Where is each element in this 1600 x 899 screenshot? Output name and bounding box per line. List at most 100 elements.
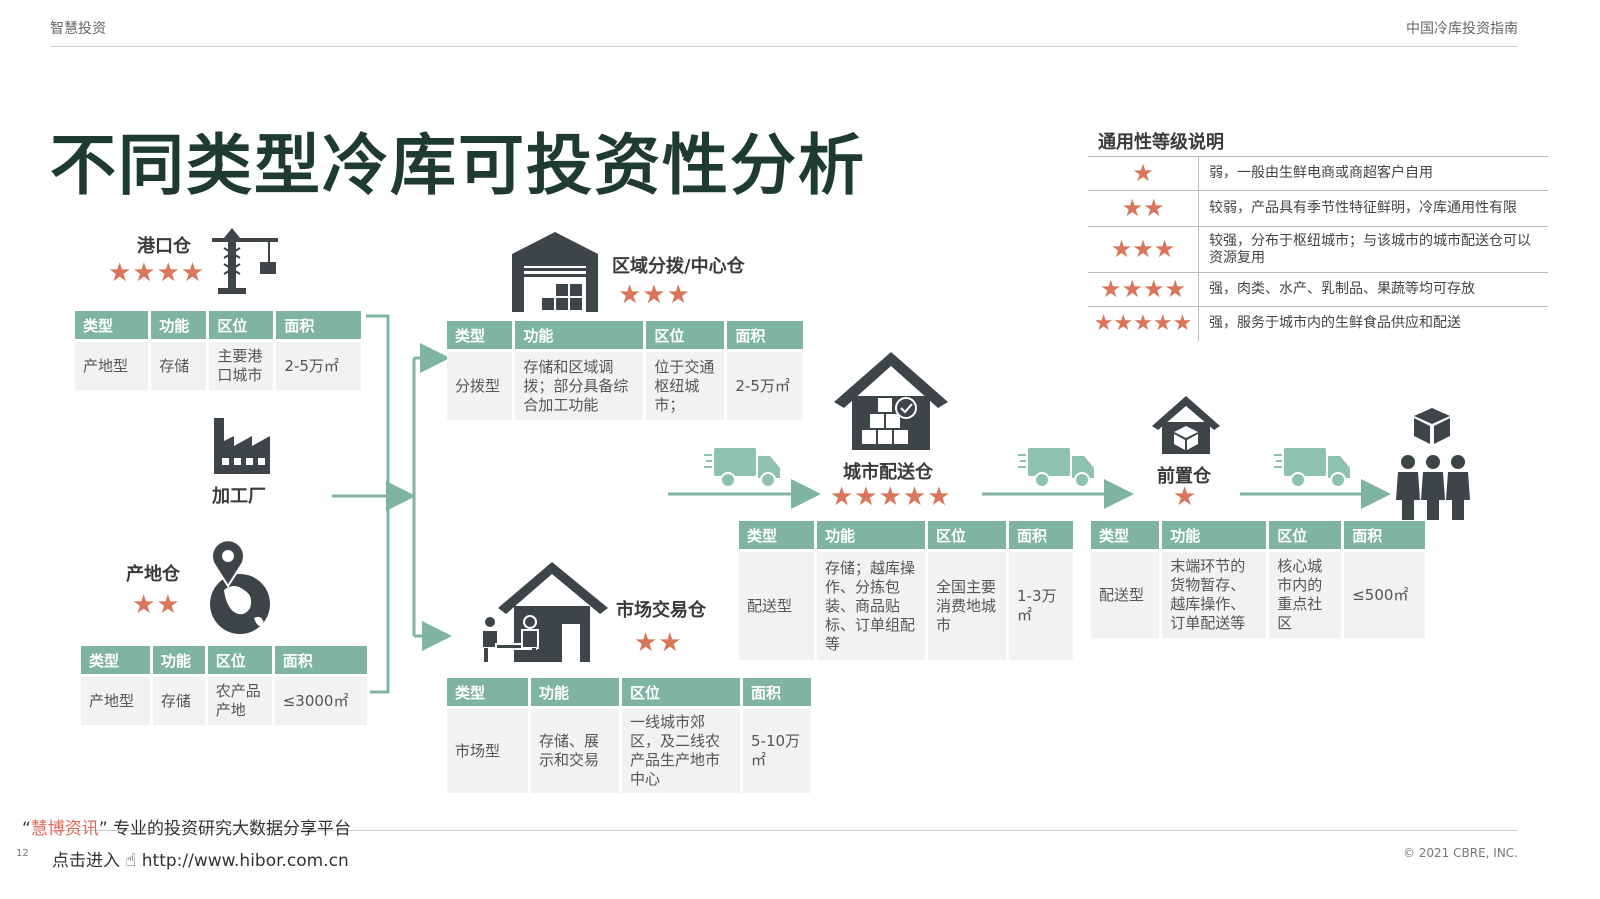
cell-function: 存储；越库操作、分拣包装、商品贴标、订单组配等 — [817, 552, 925, 660]
cell-type: 产地型 — [81, 677, 150, 725]
cell-type: 配送型 — [1091, 552, 1160, 638]
column-header: 功能 — [515, 321, 644, 349]
origin-warehouse-name: 产地仓 — [126, 564, 180, 585]
city-warehouse-table: 类型功能区位面积 配送型存储；越库操作、分拣包装、商品贴标、订单组配等全国主要消… — [736, 518, 1076, 663]
cell-location: 位于交通枢纽城市； — [646, 352, 725, 420]
legend-stars: ★★★★ — [1088, 272, 1199, 307]
city-warehouse-name: 城市配送仓 — [843, 462, 933, 483]
market-house-icon — [481, 562, 608, 662]
factory-name: 加工厂 — [212, 486, 266, 507]
page-title: 不同类型冷库可投资性分析 — [50, 126, 866, 204]
cell-type: 配送型 — [739, 552, 814, 660]
column-header: 功能 — [1162, 521, 1267, 549]
legend-row: ★★★★★强，服务于城市内的生鲜食品供应和配送 — [1088, 306, 1548, 341]
legend-description: 强，服务于城市内的生鲜食品供应和配送 — [1198, 306, 1548, 341]
watermark-link-label[interactable]: 点击进入 — [52, 851, 120, 871]
column-header: 面积 — [727, 321, 803, 349]
cell-function: 存储 — [151, 342, 207, 390]
watermark-link-row[interactable]: 点击进入 ☝ http://www.hibor.com.cn — [52, 846, 349, 871]
column-header: 区位 — [209, 311, 274, 339]
warehouse-building-icon — [512, 232, 598, 312]
legend-description: 较弱，产品具有季节性特征鲜明，冷库通用性有限 — [1198, 190, 1548, 227]
regional-warehouse-table: 类型功能区位面积 分拨型存储和区域调拨；部分具备综合加工功能位于交通枢纽城市；2… — [444, 318, 806, 423]
market-warehouse-stars: ★★ — [634, 628, 683, 658]
origin-warehouse-stars: ★★ — [132, 590, 181, 620]
cell-area: 5-10万㎡ — [743, 709, 811, 793]
column-header: 面积 — [1344, 521, 1425, 549]
column-header: 类型 — [739, 521, 814, 549]
column-header: 功能 — [817, 521, 925, 549]
column-header: 类型 — [447, 321, 513, 349]
front-warehouse-stars: ★ — [1173, 482, 1198, 512]
pointer-hand-icon: ☝ — [125, 850, 137, 871]
column-header: 面积 — [274, 646, 367, 674]
column-header: 面积 — [743, 678, 811, 706]
factory-icon — [214, 418, 270, 474]
legend-stars: ★ — [1088, 156, 1199, 191]
cell-location: 农产品产地 — [207, 677, 272, 725]
watermark-text: 专业的投资研究大数据分享平台 — [113, 819, 352, 839]
cell-function: 末端环节的货物暂存、越库操作、订单配送等 — [1162, 552, 1267, 638]
cell-area: 2-5万㎡ — [727, 352, 803, 420]
cell-type: 产地型 — [75, 342, 149, 390]
column-header: 类型 — [1091, 521, 1160, 549]
watermark-brand: 慧博资讯 — [30, 819, 99, 839]
column-header: 功能 — [531, 678, 619, 706]
cell-function: 存储和区域调拨；部分具备综合加工功能 — [515, 352, 644, 420]
port-warehouse-name: 港口仓 — [137, 236, 191, 257]
legend-title: 通用性等级说明 — [1098, 132, 1224, 153]
watermark-url[interactable]: http://www.hibor.com.cn — [141, 851, 349, 871]
cell-location: 核心城市内的重点社区 — [1269, 552, 1342, 638]
rating-legend: ★弱，一般由生鲜电商或商超客户自用 ★★较弱，产品具有季节性特征鲜明，冷库通用性… — [1088, 156, 1548, 341]
crane-icon — [212, 228, 278, 294]
legend-stars: ★★★★★ — [1088, 306, 1199, 341]
legend-row: ★★★较强，分布于枢纽城市；与该城市的城市配送仓可以资源复用 — [1088, 226, 1548, 273]
legend-description: 弱，一般由生鲜电商或商超客户自用 — [1198, 156, 1548, 191]
regional-warehouse-stars: ★★★ — [618, 280, 691, 310]
column-header: 类型 — [81, 646, 150, 674]
cell-type: 分拨型 — [447, 352, 513, 420]
front-warehouse-name: 前置仓 — [1157, 466, 1211, 487]
column-header: 类型 — [75, 311, 149, 339]
legend-stars: ★★★ — [1088, 226, 1199, 273]
footer-divider — [50, 830, 1518, 831]
origin-warehouse-table: 类型功能区位面积 产地型存储农产品产地≤3000㎡ — [78, 643, 370, 728]
cell-location: 主要港口城市 — [209, 342, 274, 390]
column-header: 面积 — [1009, 521, 1073, 549]
column-header: 区位 — [207, 646, 272, 674]
page-number: 12 — [16, 848, 29, 859]
header-right: 中国冷库投资指南 — [1406, 21, 1518, 37]
cell-area: ≤3000㎡ — [274, 677, 367, 725]
legend-stars: ★★ — [1088, 190, 1199, 227]
cell-area: 1-3万㎡ — [1009, 552, 1073, 660]
cell-function: 存储、展示和交易 — [531, 709, 619, 793]
city-warehouse-icon — [834, 352, 948, 450]
legend-row: ★★★★强，肉类、水产、乳制品、果蔬等均可存放 — [1088, 272, 1548, 307]
column-header: 面积 — [276, 311, 361, 339]
legend-row: ★★较弱，产品具有季节性特征鲜明，冷库通用性有限 — [1088, 190, 1548, 227]
cell-area: 2-5万㎡ — [276, 342, 361, 390]
copyright: © 2021 CBRE, INC. — [1402, 846, 1518, 860]
front-warehouse-table: 类型功能区位面积 配送型末端环节的货物暂存、越库操作、订单配送等核心城市内的重点… — [1088, 518, 1428, 641]
regional-warehouse-name: 区域分拨/中心仓 — [612, 256, 745, 277]
column-header: 功能 — [151, 311, 207, 339]
header-left: 智慧投资 — [50, 21, 106, 37]
cell-type: 市场型 — [447, 709, 528, 793]
left-bracket-line — [366, 314, 390, 694]
city-warehouse-stars: ★★★★★ — [830, 482, 952, 512]
truck-icon — [704, 448, 780, 488]
column-header: 功能 — [152, 646, 205, 674]
column-header: 区位 — [1269, 521, 1342, 549]
column-header: 区位 — [928, 521, 1006, 549]
globe-pin-icon — [210, 539, 270, 634]
column-header: 类型 — [447, 678, 528, 706]
legend-row: ★弱，一般由生鲜电商或商超客户自用 — [1088, 156, 1548, 191]
truck-icon — [1274, 448, 1350, 488]
cell-function: 存储 — [152, 677, 205, 725]
market-warehouse-name: 市场交易仓 — [616, 600, 706, 621]
cell-location: 全国主要消费地城市 — [928, 552, 1006, 660]
column-header: 区位 — [622, 678, 740, 706]
consumers-icon — [1396, 408, 1470, 520]
